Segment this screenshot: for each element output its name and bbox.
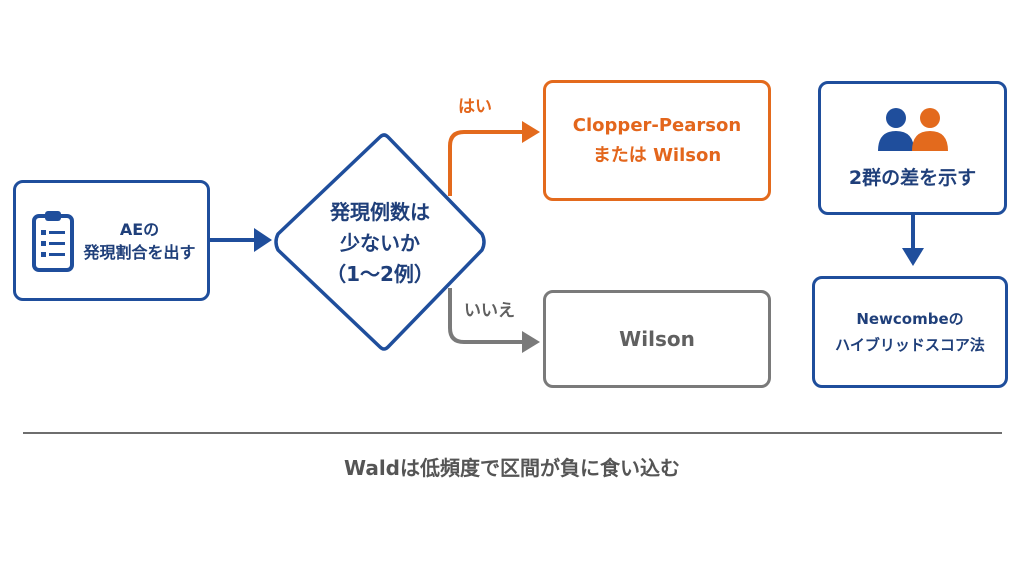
divider [23, 432, 1002, 434]
group-difference-box: 2群の差を示す [818, 81, 1007, 215]
newcombe-line1: Newcombeの [856, 310, 964, 328]
yes-branch-label: はい [458, 97, 492, 117]
clipboard-icon [32, 211, 74, 272]
newcombe-method-box: Newcombeの ハイブリッドスコア法 [812, 276, 1008, 388]
yes-result-line1: Clopper-Pearson [572, 114, 742, 136]
ae-box-line2: 発現割合を出す [83, 242, 196, 262]
arrow-no-branch [448, 288, 540, 353]
footer-note: Waldは低頻度で区間が負に食い込む [343, 456, 680, 480]
arrow-ae-to-decision [210, 228, 272, 252]
decision-line2: 少ないか [340, 231, 420, 255]
group-box-label: 2群の差を示す [848, 166, 977, 189]
yes-result-box: Clopper-Pearson または Wilson [543, 80, 771, 201]
decision-line1: 発現例数は [330, 200, 430, 224]
arrow-yes-branch [448, 121, 540, 196]
people-icon [877, 107, 948, 151]
decision-line3: （1〜2例） [326, 262, 434, 286]
yes-result-line2: または Wilson [592, 144, 722, 166]
no-result-label: Wilson [619, 327, 695, 351]
arrow-group-to-newcombe [902, 215, 924, 266]
newcombe-line2: ハイブリッドスコア法 [835, 336, 985, 354]
ae-box-line1: AEの [119, 219, 160, 239]
decision-diamond: 発現例数は 少ないか （1〜2例） [270, 129, 490, 355]
diamond-shape [274, 133, 486, 351]
ae-rate-box: AEの 発現割合を出す [13, 180, 210, 301]
no-branch-label: いいえ [464, 301, 515, 321]
no-result-box: Wilson [543, 290, 771, 388]
